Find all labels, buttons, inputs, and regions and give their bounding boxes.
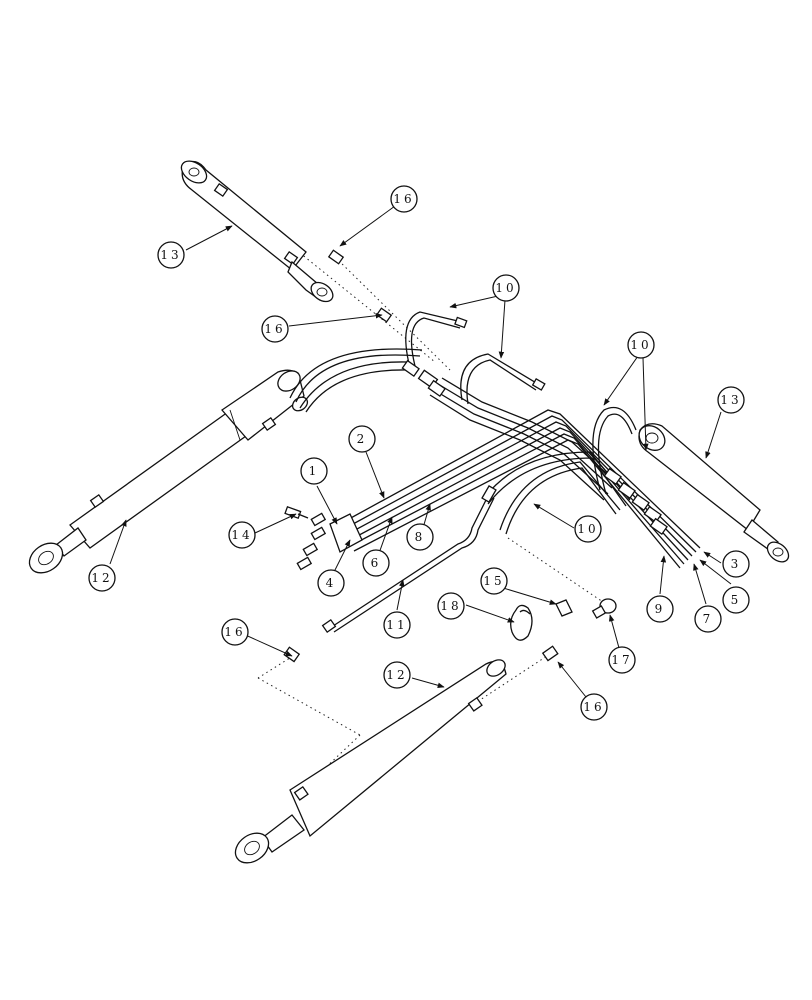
callout-16-bottom: 16: [580, 693, 608, 721]
elbow-17: [591, 598, 617, 619]
callout-label: 16: [583, 700, 604, 714]
callout-9: 9: [646, 595, 674, 623]
callout-label: 2: [357, 432, 368, 446]
callout-label: 5: [731, 593, 742, 607]
callout-18: 18: [437, 592, 465, 620]
callout-13-left: 13: [157, 241, 185, 269]
callout-16-lower-left: 16: [221, 618, 249, 646]
bolt-14: [284, 505, 309, 519]
valve-block-1: [296, 512, 363, 571]
callout-label: 1: [309, 464, 320, 478]
tie-strap-18: [510, 604, 533, 641]
hoses-10: [289, 311, 637, 535]
callout-10-top: 10: [492, 274, 520, 302]
callout-12-left: 12: [88, 564, 116, 592]
callout-label: 16: [393, 192, 414, 206]
leader-lines: [109, 205, 732, 703]
callout-label: 17: [611, 653, 632, 667]
callout-10-middle: 10: [574, 515, 602, 543]
callout-label: 16: [224, 625, 245, 639]
callout-label: 10: [630, 338, 651, 352]
callout-8: 8: [406, 523, 434, 551]
callout-label: 13: [160, 248, 181, 262]
callout-label: 3: [731, 557, 742, 571]
callout-label: 13: [720, 393, 741, 407]
fitting-16-c: [283, 646, 301, 663]
tube-11: [321, 485, 497, 634]
callout-2: 2: [348, 425, 376, 453]
callout-label: 15: [483, 574, 504, 588]
callout-17: 17: [608, 646, 636, 674]
callout-label: 8: [415, 530, 426, 544]
callout-6: 6: [362, 549, 390, 577]
clamp-15: [555, 599, 573, 617]
cylinder-13-upper-left: [180, 160, 334, 303]
callout-11: 11: [383, 611, 411, 639]
callout-10-right: 10: [627, 331, 655, 359]
callout-15: 15: [480, 567, 508, 595]
callout-4: 4: [317, 569, 345, 597]
assembly-dotted-lines: [221, 189, 607, 791]
callout-7: 7: [694, 605, 722, 633]
callout-12-bottom: 12: [383, 661, 411, 689]
callout-5: 5: [722, 586, 750, 614]
callout-14: 14: [228, 521, 256, 549]
callout-1: 1: [300, 457, 328, 485]
fitting-16-d: [541, 645, 559, 662]
cylinder-12-bottom: [234, 659, 507, 864]
fitting-16-a: [327, 249, 345, 265]
callout-16-upper-middle: 16: [261, 315, 289, 343]
callout-label: 16: [264, 322, 285, 336]
callout-label: 10: [577, 522, 598, 536]
callout-16-top: 16: [390, 185, 418, 213]
callout-label: 4: [326, 576, 337, 590]
callout-label: 10: [495, 281, 516, 295]
callout-label: 11: [386, 618, 407, 632]
callout-label: 18: [440, 599, 461, 613]
callout-label: 6: [371, 556, 382, 570]
callout-label: 14: [231, 528, 252, 542]
callout-label: 12: [91, 571, 112, 585]
callout-label: 9: [655, 602, 666, 616]
callout-label: 12: [386, 668, 407, 682]
callout-13-right: 13: [717, 386, 745, 414]
callout-label: 7: [703, 612, 714, 626]
callout-3: 3: [722, 550, 750, 578]
cylinder-12-left: [28, 369, 309, 574]
cylinder-13-right: [638, 423, 790, 563]
tube-bundle: [337, 359, 701, 569]
